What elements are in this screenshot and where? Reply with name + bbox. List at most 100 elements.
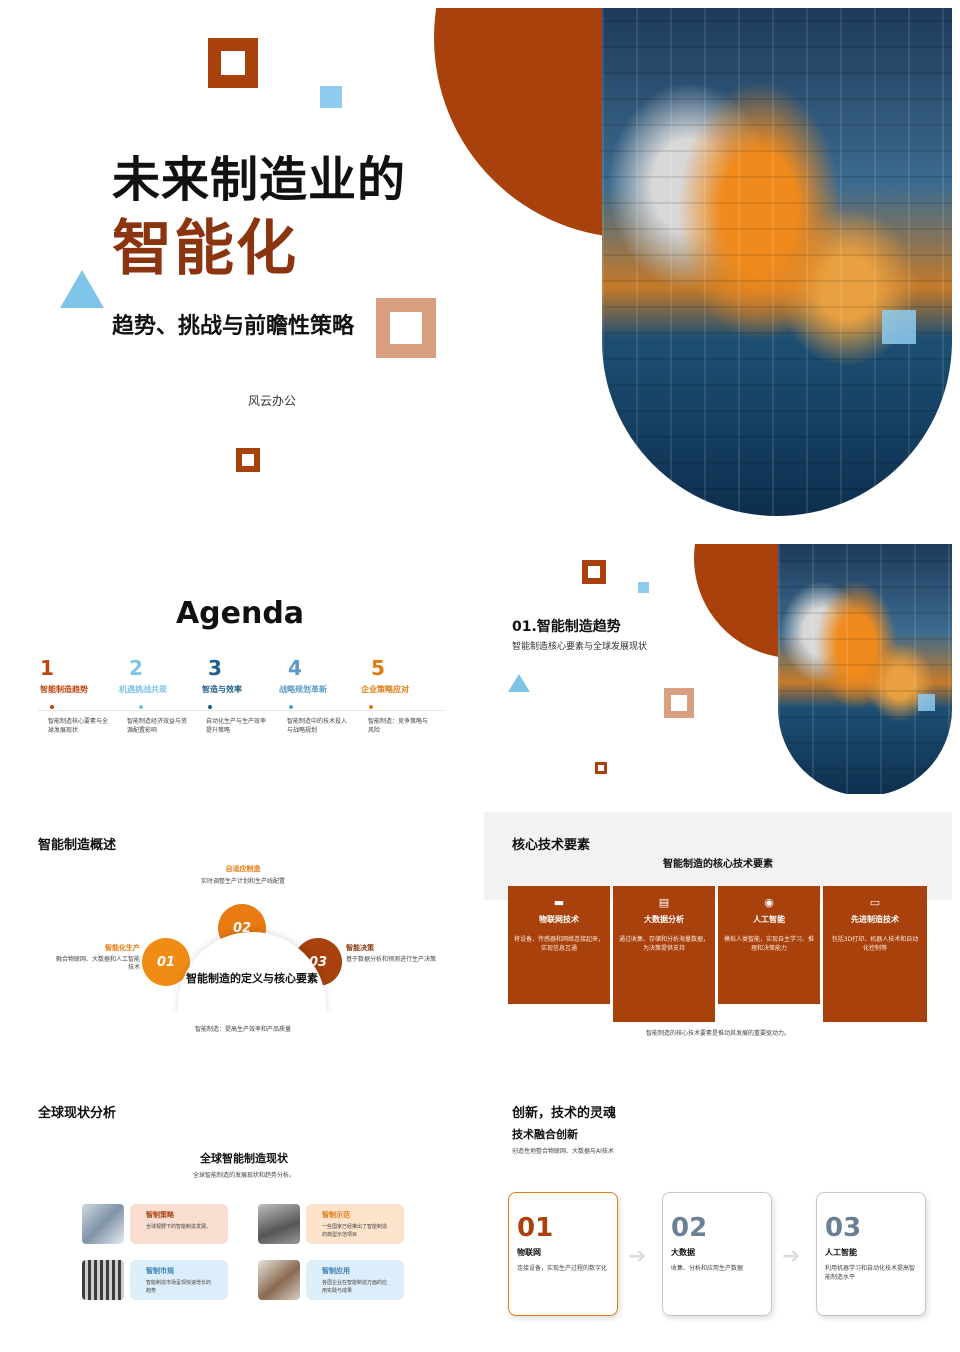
agenda-dot [208,705,212,709]
small-brown-square-outline-icon [595,762,607,774]
global-card-desc: 智能制造市场呈现快速增长的趋势 [146,1280,212,1294]
innovation-card-desc: 连接设备，实现生产过程的数字化 [517,1265,608,1272]
tech-card[interactable]: ▭ 先进制造技术 包括3D打印、机器人技术和自动化控制等 [823,886,927,1022]
agenda-item-label: 战略规划革新 [279,685,327,694]
node-desc: 融合物联网、大数据和人工智能技术 [55,956,140,971]
light-blue-square-icon [638,582,649,593]
innovation-card-desc: 利用机器学习和自动化技术提高智能制造水平 [825,1265,916,1281]
global-card[interactable]: 智制策略 全球视野下的智能制造发展。 [130,1204,228,1244]
agenda-item-label: 智能制造趋势 [40,685,88,694]
innovation-card[interactable]: 01 物联网 连接设备，实现生产过程的数字化 [508,1192,618,1316]
tech-card-desc: 模拟人类智能，实现自主学习、推理和决策能力 [724,936,815,952]
agenda-item[interactable]: 1 智能制造趋势 智能制造核心要素与全球发展现状 [40,656,120,735]
node-number: 01 [156,954,176,970]
briefcase-icon: ▬ [553,896,565,909]
global-card[interactable]: 智制示范 一些国家已经推出了智能制造的典型示范项目 [306,1204,404,1244]
core-tech-slide: 核心技术要素 智能制造的核心技术要素 ▬ 物联网技术 将设备、传感器和网络连接起… [484,812,952,1062]
section-subtitle: 智能制造核心要素与全球发展现状 [512,642,648,652]
small-brown-square-outline-icon [236,448,260,472]
innovation-card[interactable]: 02 大数据 收集、分析和应用生产数据 [662,1192,772,1316]
agenda-item-number: 4 [288,656,302,680]
light-blue-triangle-icon [60,270,104,308]
agenda-item-desc: 智能制造：竞争策略与风险 [368,718,429,734]
global-card-title: 智制示范 [322,1211,350,1219]
agenda-item[interactable]: 3 智造与效率 自动化生产与生产效率提升策略 [202,656,282,735]
agenda-item-desc: 自动化生产与生产效率提升策略 [206,718,267,734]
global-heading: 全球现状分析 [38,1106,117,1121]
agenda-item[interactable]: 5 企业策略应对 智能制造：竞争策略与风险 [361,656,441,735]
innovation-card-number: 01 [517,1213,554,1243]
node-desc: 实时调整生产计划和生产线配置 [200,878,285,885]
core-tech-footer: 智能制造的核心技术要素是推动其发展的重要驱动力。 [645,1030,790,1037]
tech-card-desc: 将设备、传感器和网络连接起来，实现信息互通 [514,936,605,952]
tan-square-outline-icon [664,688,694,718]
overview-footer: 智能制造：提高生产效率和产品质量 [194,1026,291,1033]
arrow-right-icon: ➔ [628,1244,647,1269]
agenda-item-desc: 智能制造核心要素与全球发展现状 [48,718,109,734]
light-blue-square-icon [882,310,916,344]
overview-slide: 智能制造概述 自适应制造 实时调整生产计划和生产线配置 智能化生产 融合物联网、… [8,812,472,1062]
agenda-item-label: 智造与效率 [202,685,242,694]
light-blue-square-icon [320,86,342,108]
node-label: 智能决策 [346,944,374,952]
tan-square-outline-icon [376,298,436,358]
agenda-item-number: 1 [40,656,54,680]
architecture-photo [258,1204,300,1244]
tech-card-title: 物联网技术 [539,915,579,924]
innovation-card-number: 02 [671,1213,708,1243]
center-mask [168,1012,338,1062]
agenda-item-label: 机遇挑战共现 [119,685,167,694]
section-title: 01.智能制造趋势 [512,619,621,635]
global-card-desc: 一些国家已经推出了智能制造的典型示范项目 [322,1224,388,1238]
innovation-card[interactable]: 03 人工智能 利用机器学习和自动化技术提高智能制造水平 [816,1192,926,1316]
global-card-desc: 全球视野下的智能制造发展。 [146,1224,212,1230]
agenda-slide: Agenda 1 智能制造趋势 智能制造核心要素与全球发展现状 2 机遇挑战共现… [8,544,472,794]
section-slide: 01.智能制造趋势 智能制造核心要素与全球发展现状 [488,544,952,794]
building-photo [82,1204,124,1244]
cover-author: 风云办公 [248,394,297,408]
agenda-dot [50,705,54,709]
agenda-item-desc: 智能制造中的技术投入与战略规划 [287,718,348,734]
global-card[interactable]: 智制市规 智能制造市场呈现快速增长的趋势 [130,1260,228,1300]
node-label: 自适应制造 [225,865,261,873]
brown-square-outline-icon [582,560,606,584]
node-number: 02 [232,920,252,936]
arrow-right-icon: ➔ [782,1244,801,1269]
tech-card-desc: 包括3D打印、机器人技术和自动化控制等 [831,936,919,952]
cover-subtitle: 趋势、挑战与前瞻性策略 [112,314,355,339]
tech-card-title: 人工智能 [753,915,785,924]
agenda-item-number: 2 [129,656,143,680]
core-tech-subheading: 智能制造的核心技术要素 [663,859,773,870]
innovation-card-desc: 收集、分析和应用生产数据 [671,1265,744,1272]
node-desc: 基于数据分析和预测进行生产决策 [346,956,437,963]
agenda-item[interactable]: 4 战略规划革新 智能制造中的技术投入与战略规划 [279,656,359,735]
innovation-slide: 创新，技术的灵魂 技术融合创新 创造性地整合物联网、大数据与AI技术 01 物联… [488,1080,952,1332]
innovation-subheading: 技术融合创新 [512,1128,578,1141]
agenda-item-desc: 智能制造经济效益与资源配置影响 [127,718,188,734]
global-card-title: 智制应用 [322,1267,350,1275]
global-card-desc: 各国企业在智能制造方面的应用实践与成果 [322,1280,388,1294]
message-icon: ▭ [869,896,881,909]
global-subheading: 全球智能制造现状 [200,1152,288,1165]
global-card[interactable]: 智制应用 各国企业在智能制造方面的应用实践与成果 [306,1260,404,1300]
global-slide: 全球现状分析 全球智能制造现状 全球智能制造的发展现状和趋势分析。 智制策略 全… [8,1080,472,1332]
global-card-title: 智制策略 [146,1211,174,1219]
target-icon: ◉ [764,896,774,909]
factory-photo [602,8,952,516]
overview-heading: 智能制造概述 [38,838,117,853]
tech-card[interactable]: ▬ 物联网技术 将设备、传感器和网络连接起来，实现信息互通 [508,886,610,1004]
header-band [484,812,952,900]
agenda-dot [139,705,143,709]
global-caption: 全球智能制造的发展现状和趋势分析。 [192,1172,295,1179]
factory-photo [778,544,952,794]
center-label: 智能制造的定义与核心要素 [186,972,318,985]
node-circle-01[interactable]: 01 [142,938,190,986]
agenda-dot [369,705,373,709]
chart-icon: ▤ [658,896,670,909]
agenda-item[interactable]: 2 机遇挑战共现 智能制造经济效益与资源配置影响 [119,656,199,735]
tech-card[interactable]: ◉ 人工智能 模拟人类智能，实现自主学习、推理和决策能力 [718,886,820,1004]
tech-card[interactable]: ▤ 大数据分析 通过收集、存储和分析海量数据，为决策提供支持 [613,886,715,1022]
tech-card-desc: 通过收集、存储和分析海量数据，为决策提供支持 [619,936,710,952]
innovation-caption: 创造性地整合物联网、大数据与AI技术 [512,1148,614,1155]
core-tech-heading: 核心技术要素 [512,838,591,853]
